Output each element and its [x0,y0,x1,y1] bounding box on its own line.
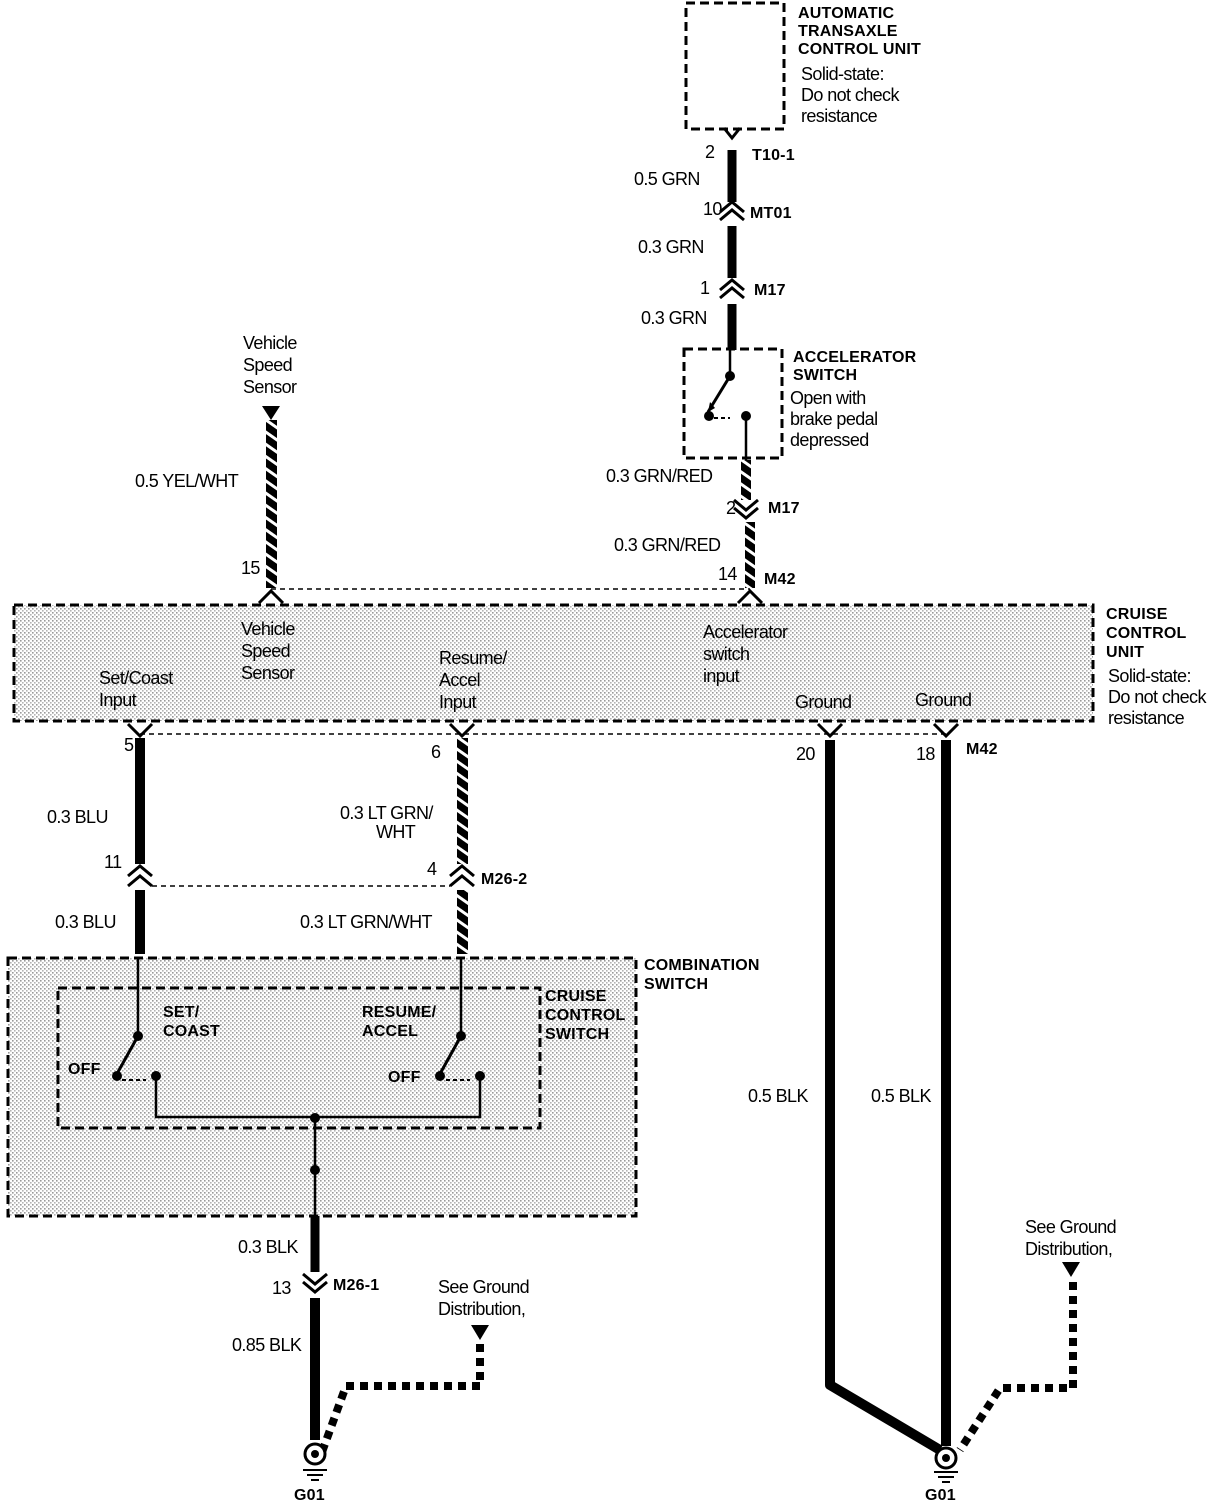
ground-g01-left: G01 [294,1442,327,1504]
connector-m17-bottom: M17 [768,500,800,517]
wire-label-m17-m42: 0.3 GRN/RED [614,535,721,555]
connector-m26-1-symbol: 13 M26-1 [272,1272,379,1298]
accel-switch-title: ACCELERATOR SWITCH [793,349,921,384]
connector-m17-top-symbol: 1 M17 [700,278,786,300]
ccu-note: Solid-state: Do not check resistance [1108,666,1210,728]
connector-m26-2-symbol: 11 4 M26-2 [104,852,527,888]
connector-m17-bottom-symbol: 2 M17 [726,498,800,520]
wire-label-ccu-gnd1: 0.5 BLK [748,1086,808,1106]
resume-accel-label: RESUME/ ACCEL [362,1004,441,1040]
wire-label-resume-upper: 0.3 LT GRN/ WHT [340,803,437,842]
ccu-input-accel: Accelerator switch input [703,622,792,686]
wire-label-accel-out: 0.3 GRN/RED [606,466,713,486]
connector-mt01: MT01 [750,205,792,222]
wire-label-combo-gnd: 0.3 BLK [238,1237,298,1257]
pin-m26-2-resume: 4 [427,859,437,879]
connector-t10-1: T10-1 [752,147,795,164]
ccu-input-resume: Resume/ Accel Input [439,648,511,712]
pin-m42-accel: 14 [718,564,737,584]
tcu-component: AUTOMATIC TRANSAXLE CONTROL UNIT Solid-s… [684,1,921,131]
tcu-title: AUTOMATIC TRANSAXLE CONTROL UNIT [798,5,921,58]
accel-switch-note: Open with brake pedal depressed [790,388,882,450]
wire-vss [266,420,277,588]
off-label-set: OFF [68,1061,101,1078]
ground-g01-right: G01 [925,1446,958,1504]
ground-note-right-text: See Ground Distribution, [1025,1217,1120,1259]
connector-m42-bottom-label: M42 [966,741,998,758]
wire-resume-upper [457,738,468,864]
pin-m42-gnd2: 18 [916,744,935,764]
combo-switch-title: COMBINATION SWITCH [644,957,764,993]
pin-m26-1: 13 [272,1278,291,1298]
wire-tcu-out: 2 T10-1 0.5 GRN [634,127,795,202]
g01-left-label: G01 [294,1487,325,1504]
ccu-ground-2: Ground [915,690,971,710]
wire-label-set-lower: 0.3 BLU [55,912,116,932]
pin-m42-set: 5 [124,735,134,755]
pin-m42-vss: 15 [241,558,260,578]
combination-switch: COMBINATION SWITCH CRUISE CONTROL SWITCH… [6,956,764,1218]
accelerator-switch: ACCELERATOR SWITCH Open with brake pedal… [682,347,921,460]
connector-m42-bottom: 5 6 20 18 M42 [124,722,998,764]
pin-mt01: 10 [703,199,722,219]
wire-label-vss: 0.5 YEL/WHT [135,471,239,491]
wire-m17-m42 [745,522,755,588]
wire-label-m17-out: 0.3 GRN [641,308,707,328]
wire-resume-lower [457,890,468,954]
set-coast-label: SET/ COAST [163,1004,220,1040]
ccu-input-set: Set/Coast Input [99,668,177,710]
wire-accel-out [741,460,751,500]
connector-mt01-symbol: 10 MT01 [703,199,792,222]
wire-label-set-upper: 0.3 BLU [47,807,108,827]
connector-m26-1: M26-1 [333,1277,379,1294]
ccu-title: CRUISE CONTROL UNIT [1106,606,1191,661]
tcu-note: Solid-state: Do not check resistance [801,64,903,126]
ccu-input-vss: Vehicle Speed Sensor [241,619,299,683]
connector-m42-top: 15 14 M42 [241,558,796,605]
wire-label-m26-1-gnd: 0.85 BLK [232,1335,302,1355]
wire-label-resume-lower: 0.3 LT GRN/WHT [300,912,433,932]
pin-t10-1: 2 [705,142,715,162]
pin-m26-2-set: 11 [104,852,122,872]
pin-m42-gnd1: 20 [796,744,815,764]
vehicle-speed-sensor: Vehicle Speed Sensor 0.5 YEL/WHT [135,333,301,588]
wire-label-tcu-out: 0.5 GRN [634,169,700,189]
connector-m42-top-label: M42 [764,571,796,588]
g01-right-label: G01 [925,1487,956,1504]
cruise-switch-title: CRUISE CONTROL SWITCH [545,988,630,1043]
connector-m26-2: M26-2 [481,871,527,888]
pin-m17-top: 1 [700,278,710,298]
ccu-ground-1: Ground [795,692,851,712]
ground-note-left-text: See Ground Distribution, [438,1277,533,1319]
cruise-control-unit: CRUISE CONTROL UNIT Solid-state: Do not … [12,603,1210,728]
pin-m17-bottom: 2 [726,498,736,518]
wire-label-mt01-out: 0.3 GRN [638,237,704,257]
ground-note-right: See Ground Distribution, [956,1217,1120,1453]
off-label-resume: OFF [388,1069,421,1086]
wire-label-ccu-gnd2: 0.5 BLK [871,1086,931,1106]
vss-label: Vehicle Speed Sensor [243,333,301,397]
connector-m17-top: M17 [754,282,786,299]
wire-ccu-gnd1 [825,740,943,1455]
pin-m42-resume: 6 [431,742,441,762]
ground-note-left: See Ground Distribution, [318,1277,533,1454]
